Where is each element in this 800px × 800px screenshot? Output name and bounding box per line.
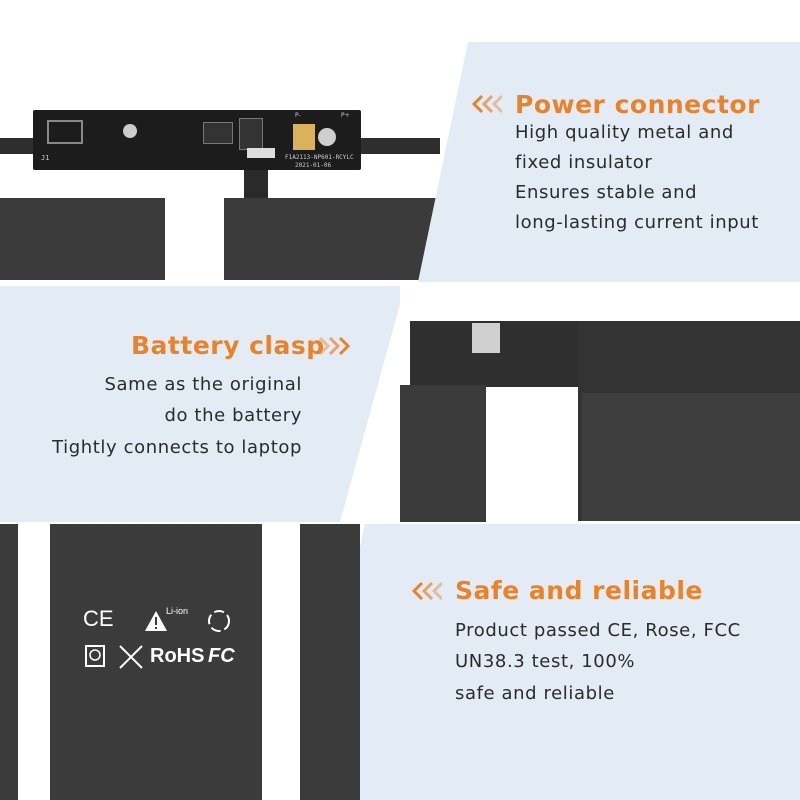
pplus-pad (318, 128, 336, 146)
battery-cell (582, 393, 800, 521)
battery-clasp-line-1: Same as the original (104, 374, 302, 395)
double-chevron-right-icon (318, 336, 351, 356)
power-connector-line-3: Ensures stable and (515, 182, 698, 203)
battery-cell (0, 198, 165, 280)
pcb-label-date: 2021-01-06 (295, 162, 332, 169)
fc-mark: FC (208, 645, 235, 667)
certification-photo: CE Li-ion RoHS FC (0, 524, 360, 800)
power-connector-photo: J1 F1A2113-NP601-RCYLC 2021-01-06 P- P+ (0, 0, 470, 285)
battery-cell (0, 524, 18, 800)
safe-reliable-title: Safe and reliable (455, 576, 703, 605)
power-connector-line-4: long-lasting current input (515, 212, 759, 233)
battery-clasp-line-2: do the battery (164, 405, 302, 426)
ribbon-cable (244, 170, 268, 200)
safe-reliable-line-3: safe and reliable (455, 683, 615, 704)
pcb-label-pplus: P+ (341, 112, 350, 119)
battery-cell (300, 524, 360, 800)
power-connector-line-1: High quality metal and (515, 122, 734, 143)
pcb-board: J1 F1A2113-NP601-RCYLC 2021-01-06 P- P+ (33, 110, 361, 170)
power-connector-line-2: fixed insulator (515, 152, 653, 173)
double-chevron-left-icon (471, 94, 502, 114)
ce-mark: CE (83, 606, 114, 631)
battery-cell (400, 385, 486, 522)
pcb-label-j1: J1 (41, 154, 50, 162)
screw-hole (123, 124, 137, 138)
rohs-mark: RoHS (150, 645, 205, 667)
weee-icon (85, 645, 105, 667)
recycle-icon (208, 610, 230, 632)
liion-label: Li-ion (166, 606, 189, 616)
clasp-edge (472, 323, 500, 353)
battery-clasp-photo (400, 285, 800, 522)
crossed-bin-icon (119, 645, 143, 669)
pcb-label-code: F1A2113-NP601-RCYLC (285, 154, 354, 161)
safe-reliable-line-2: UN38.3 test, 100% (455, 651, 636, 672)
pcb-label-pminus: P- (295, 112, 301, 119)
pminus-pad (293, 124, 315, 150)
battery-clasp-title: Battery clasp (131, 331, 325, 360)
warning-icon (145, 611, 167, 631)
double-chevron-left-icon (411, 581, 442, 601)
power-connector-title: Power connector (515, 90, 760, 119)
safe-reliable-line-1: Product passed CE, Rose, FCC (455, 620, 741, 641)
battery-clasp-line-3: Tightly connects to laptop (52, 437, 302, 458)
battery-cell (224, 198, 440, 280)
